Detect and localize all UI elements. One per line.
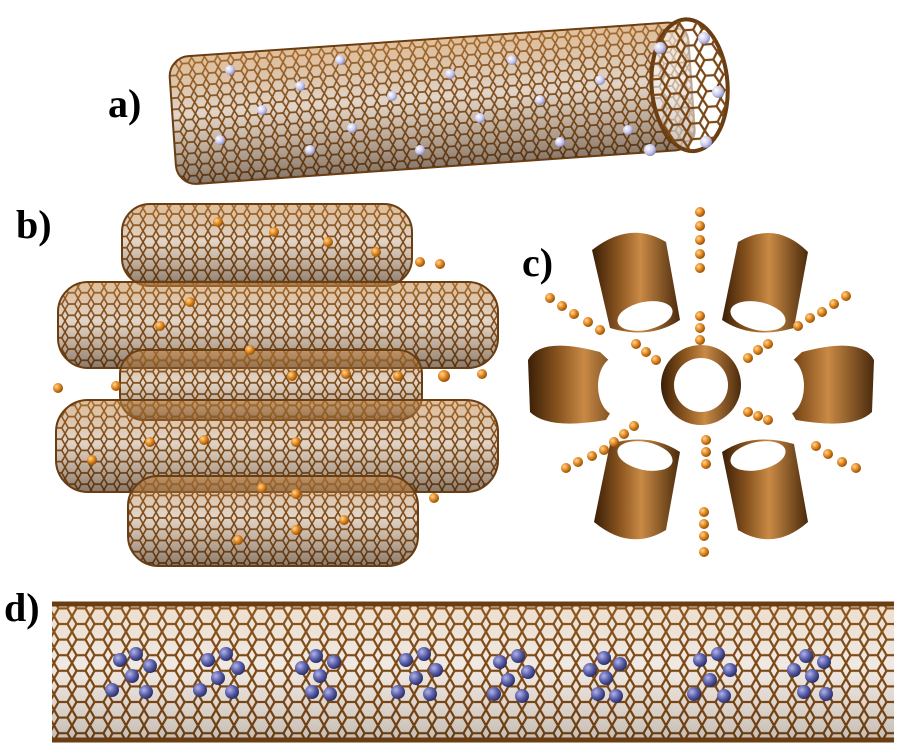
- panel-d-nanotube: [52, 602, 894, 742]
- panel-c-barrel-right: [764, 346, 874, 424]
- panel-c-barrel-top-left: [592, 233, 680, 336]
- panel-c-barrel-left: [528, 346, 638, 424]
- panel-c-barrel-top-right: [722, 233, 808, 335]
- panel-c-barrel-bottom-right: [722, 436, 808, 539]
- panel-a-nanotube: [168, 17, 732, 187]
- panel-b-tube-1: [122, 204, 412, 286]
- panel-b-tube-bundle: [56, 204, 498, 566]
- panel-b-tube-5: [128, 476, 418, 566]
- panel-c-central-tube: [661, 345, 741, 425]
- panel-c-cross-section: [528, 233, 874, 540]
